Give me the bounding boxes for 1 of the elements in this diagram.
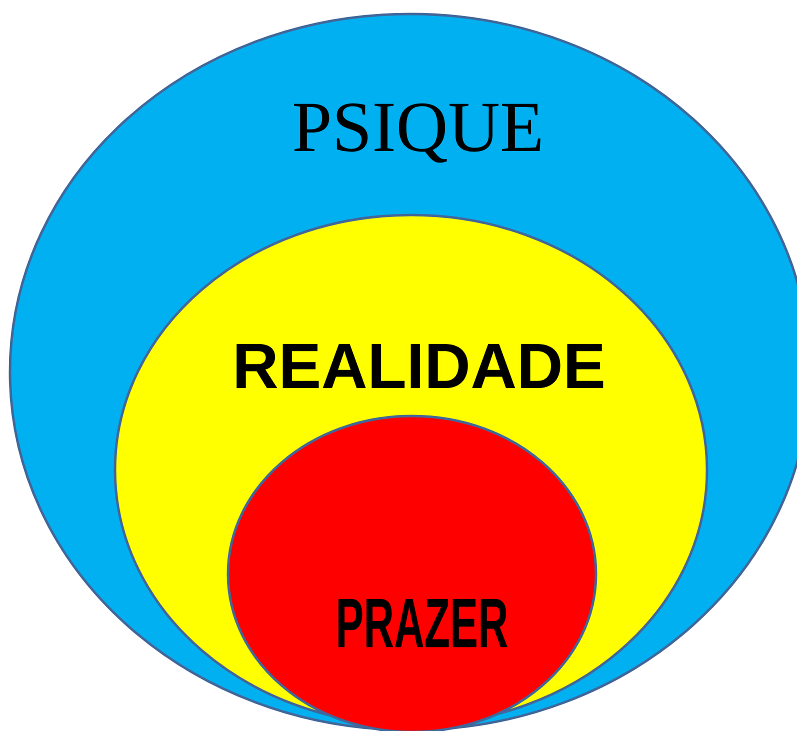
ellipse-region: PRAZER — [226, 414, 598, 731]
